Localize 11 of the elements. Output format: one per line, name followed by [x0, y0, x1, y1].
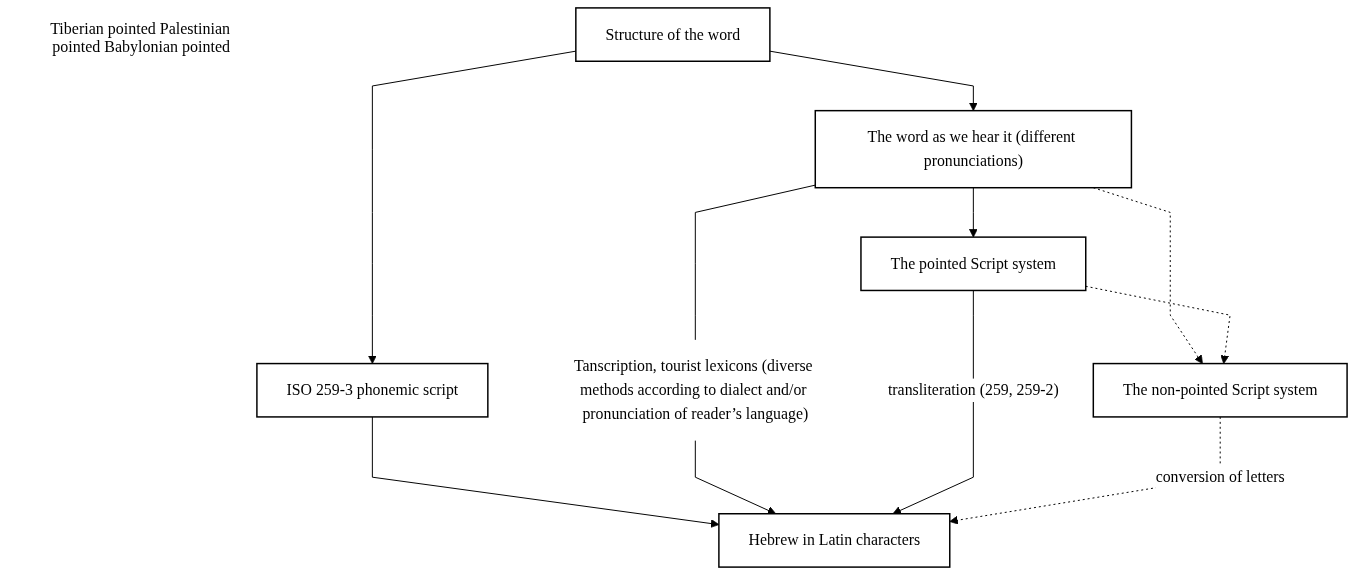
connector — [694, 184, 816, 341]
node-box: Hebrew in Latin characters — [718, 513, 951, 568]
node-box: Structure of the word — [575, 7, 771, 62]
node-box: ISO 259-3 phonemic script — [256, 362, 489, 418]
node-box: The non-pointed Script system — [1092, 362, 1348, 418]
node-text: Tanscription, tourist lexicons (diverse methods according to dialect and/or pronunciation of reader’s language) — [574, 357, 813, 422]
edge-label: transliteration (259, 259-2) — [887, 381, 1059, 399]
node-box: The pointed Script system — [860, 236, 1087, 292]
edge-label: conversion of letters — [1155, 468, 1285, 486]
node-box: The word as we hear it (different pronunciations) — [814, 109, 1133, 189]
note-text: Tiberian pointed Palestinian pointed Babylonian pointed — [49, 20, 230, 56]
